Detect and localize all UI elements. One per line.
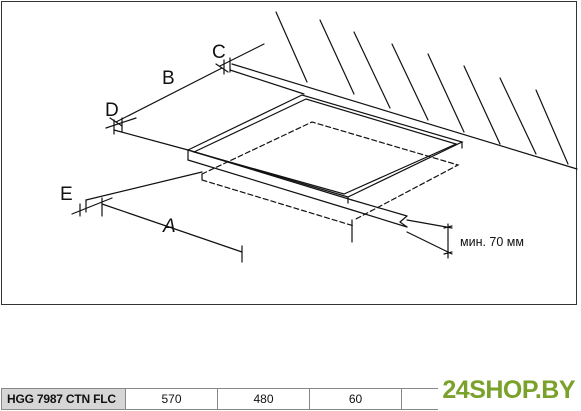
wall-hatching xyxy=(231,11,578,170)
table-row: HGG 7987 CTN FLC 570 480 60 xyxy=(1,388,438,410)
hob-glass-top xyxy=(186,94,464,204)
value-cell-2: 480 xyxy=(217,388,310,410)
dimension-label-c: C xyxy=(212,42,226,63)
spec-table: HGG 7987 CTN FLC 570 480 60 xyxy=(1,388,438,410)
model-cell: HGG 7987 CTN FLC xyxy=(1,388,126,410)
dimension-e-line xyxy=(71,197,113,217)
dimension-label-b: B xyxy=(162,68,175,89)
dimension-c-line xyxy=(219,43,265,75)
installation-diagram: B C D E A мин. 70 мм xyxy=(60,11,578,263)
dimension-label-d: D xyxy=(105,100,119,121)
dimension-a-line xyxy=(85,171,243,263)
countertop xyxy=(113,69,408,228)
value-cell-1: 570 xyxy=(125,388,218,410)
min-clearance-label: мин. 70 мм xyxy=(460,235,524,249)
dimension-label-e: E xyxy=(60,184,73,205)
value-cell-3: 60 xyxy=(309,388,402,410)
dimension-d-line xyxy=(105,117,137,135)
dimension-label-a: A xyxy=(162,216,176,237)
worktop-cutout xyxy=(201,121,460,227)
value-cell-4 xyxy=(401,388,438,410)
brand-logo[interactable]: 24SHOP.BY xyxy=(442,376,575,404)
clearance-dimension xyxy=(406,219,453,259)
dimension-b-line xyxy=(109,63,229,127)
diagram-frame: B C D E A мин. 70 мм xyxy=(1,1,578,305)
